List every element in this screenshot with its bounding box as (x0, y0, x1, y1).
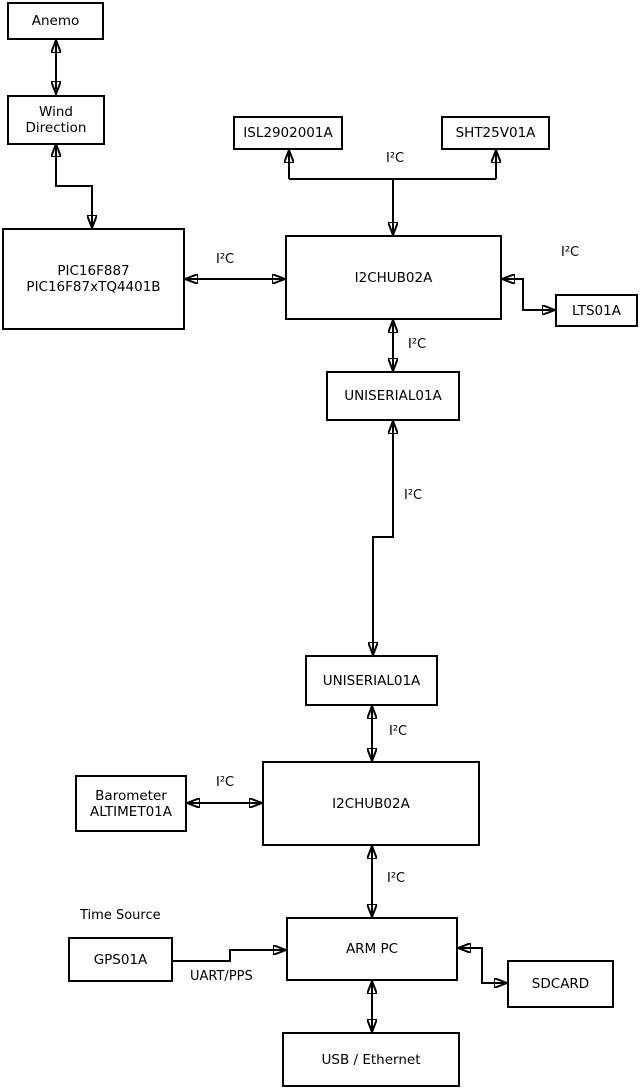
node-lts01a: LTS01A (555, 294, 638, 327)
node-anemo: Anemo (7, 2, 104, 40)
connector-armpc-sdcard (458, 948, 507, 983)
node-uniserial01a-bottom: UNISERIAL01A (305, 655, 438, 706)
edge-label-i2c-hub2-armpc: I²C (387, 871, 406, 886)
connector-i2chub1-lts (502, 279, 555, 310)
edge-label-time-source: Time Source (80, 908, 161, 923)
node-wind-direction: Wind Direction (7, 95, 105, 145)
connector-wind-pic (56, 144, 92, 228)
edge-label-i2c-uniserial-link: I²C (404, 488, 423, 503)
connector-uniserial1-uniserial2 (373, 421, 393, 655)
edge-label-i2c-bus-top: I²C (386, 151, 405, 166)
node-sht25v01a: SHT25V01A (441, 116, 550, 150)
node-arm-pc: ARM PC (286, 917, 458, 981)
edge-label-i2c-hub-lts: I²C (561, 245, 580, 260)
edge-label-uart-pps: UART/PPS (190, 969, 253, 984)
connector-gps-armpc (173, 950, 286, 962)
edge-label-i2c-hub-uniserial: I²C (408, 337, 427, 352)
edge-label-i2c-barometer-hub2: I²C (216, 775, 235, 790)
edge-label-i2c-pic-hub: I²C (216, 252, 235, 267)
node-isl2902001a: ISL2902001A (233, 116, 343, 150)
node-pic16f887: PIC16F887 PIC16F87xTQ4401B (2, 228, 185, 330)
node-sdcard: SDCARD (507, 960, 614, 1008)
node-barometer-altimet01a: Barometer ALTIMET01A (75, 775, 187, 832)
node-i2chub02a-bottom: I2CHUB02A (262, 761, 480, 846)
edge-label-i2c-uniserial-hub2: I²C (389, 724, 408, 739)
node-usb-ethernet: USB / Ethernet (282, 1032, 460, 1087)
node-i2chub02a-top: I2CHUB02A (285, 235, 502, 320)
node-gps01a: GPS01A (68, 937, 173, 982)
node-uniserial01a-top: UNISERIAL01A (326, 371, 460, 421)
